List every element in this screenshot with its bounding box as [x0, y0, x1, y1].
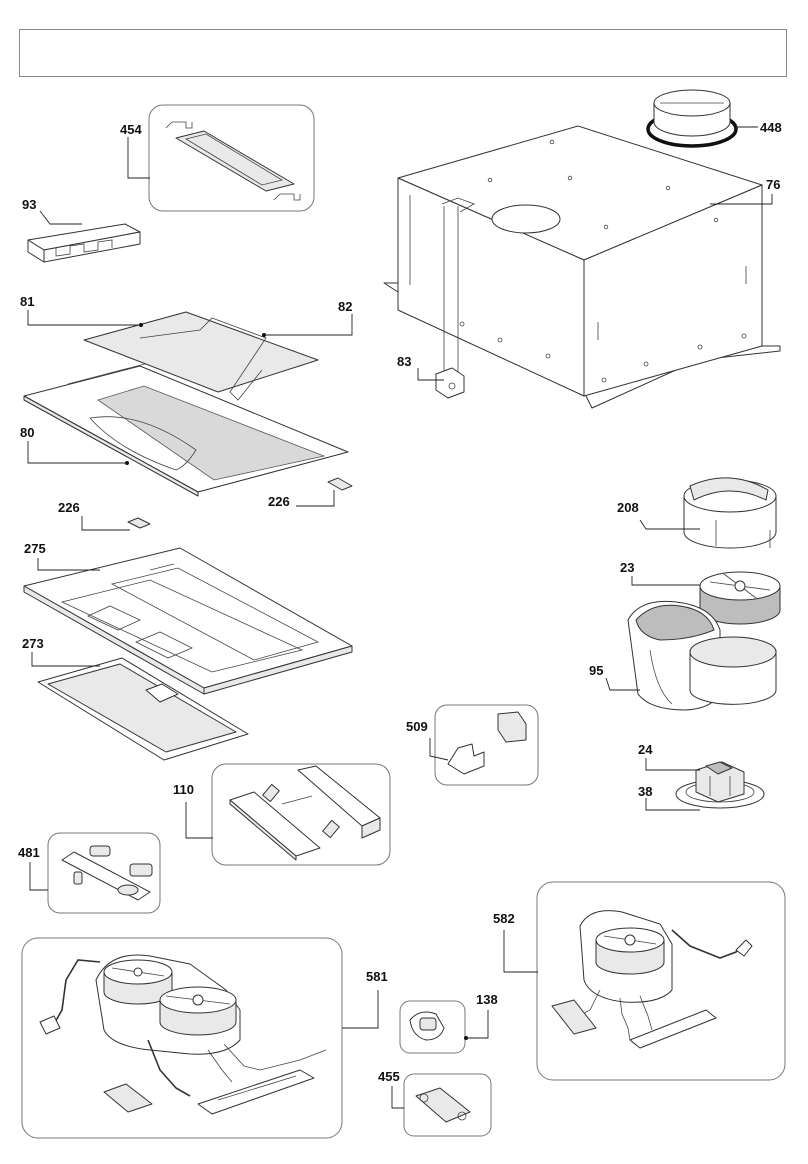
group-frame-110 — [211, 763, 391, 866]
callout-582: 582 — [493, 911, 515, 926]
callout-509: 509 — [406, 719, 428, 734]
part-226-clip-left — [127, 517, 151, 529]
callout-81: 81 — [20, 294, 34, 309]
part-80-grease-filter-frame — [23, 359, 349, 497]
callout-273: 273 — [22, 636, 44, 651]
part-509-hinge-clips — [447, 711, 527, 775]
callout-38: 38 — [638, 784, 652, 799]
part-226-clip-right — [327, 477, 353, 491]
part-110-switch-panel — [229, 765, 381, 861]
group-frame-509 — [434, 704, 539, 786]
part-24-motor — [695, 761, 745, 803]
callout-80: 80 — [20, 425, 34, 440]
callout-95: 95 — [589, 663, 603, 678]
callout-481: 481 — [18, 845, 40, 860]
callout-455: 455 — [378, 1069, 400, 1084]
callout-138: 138 — [476, 992, 498, 1007]
part-93-bracket — [27, 223, 141, 263]
part-138-cable-clamp — [409, 1011, 445, 1041]
part-454-filter-clip-set — [165, 121, 301, 201]
callout-226-right: 226 — [268, 494, 290, 509]
part-76-housing — [383, 125, 781, 409]
part-81-filter-mat — [83, 311, 319, 393]
part-82-retaining-wire — [139, 317, 267, 401]
leader-lines — [27, 126, 773, 1109]
part-581-motor-assembly — [39, 954, 327, 1115]
callout-110: 110 — [173, 782, 194, 797]
callout-581: 581 — [366, 969, 388, 984]
part-448-round-flange — [646, 89, 738, 148]
callout-448: 448 — [760, 120, 782, 135]
part-95-scroll-housing — [627, 600, 777, 711]
part-582-motor-assembly — [551, 910, 753, 1049]
part-83-hinge-bracket — [435, 206, 465, 399]
callout-82: 82 — [338, 299, 352, 314]
callout-208: 208 — [617, 500, 639, 515]
callout-226-left: 226 — [58, 500, 80, 515]
part-275-lower-frame — [23, 547, 353, 695]
callout-454: 454 — [120, 122, 142, 137]
part-208-fan-housing-cover — [683, 477, 777, 549]
part-455-terminal-block — [415, 1087, 471, 1123]
callout-23: 23 — [620, 560, 634, 575]
callout-24: 24 — [638, 742, 653, 757]
callout-labels: 454 448 93 76 81 82 83 80 226 226 208 27… — [18, 120, 782, 1084]
title-block — [19, 29, 787, 77]
callout-275: 275 — [24, 541, 46, 556]
callout-83: 83 — [397, 354, 411, 369]
callout-93: 93 — [22, 197, 36, 212]
part-273-filter-pad — [37, 657, 249, 761]
part-23-impeller — [699, 571, 781, 625]
part-481-button-set — [61, 845, 153, 901]
callout-76: 76 — [766, 177, 780, 192]
